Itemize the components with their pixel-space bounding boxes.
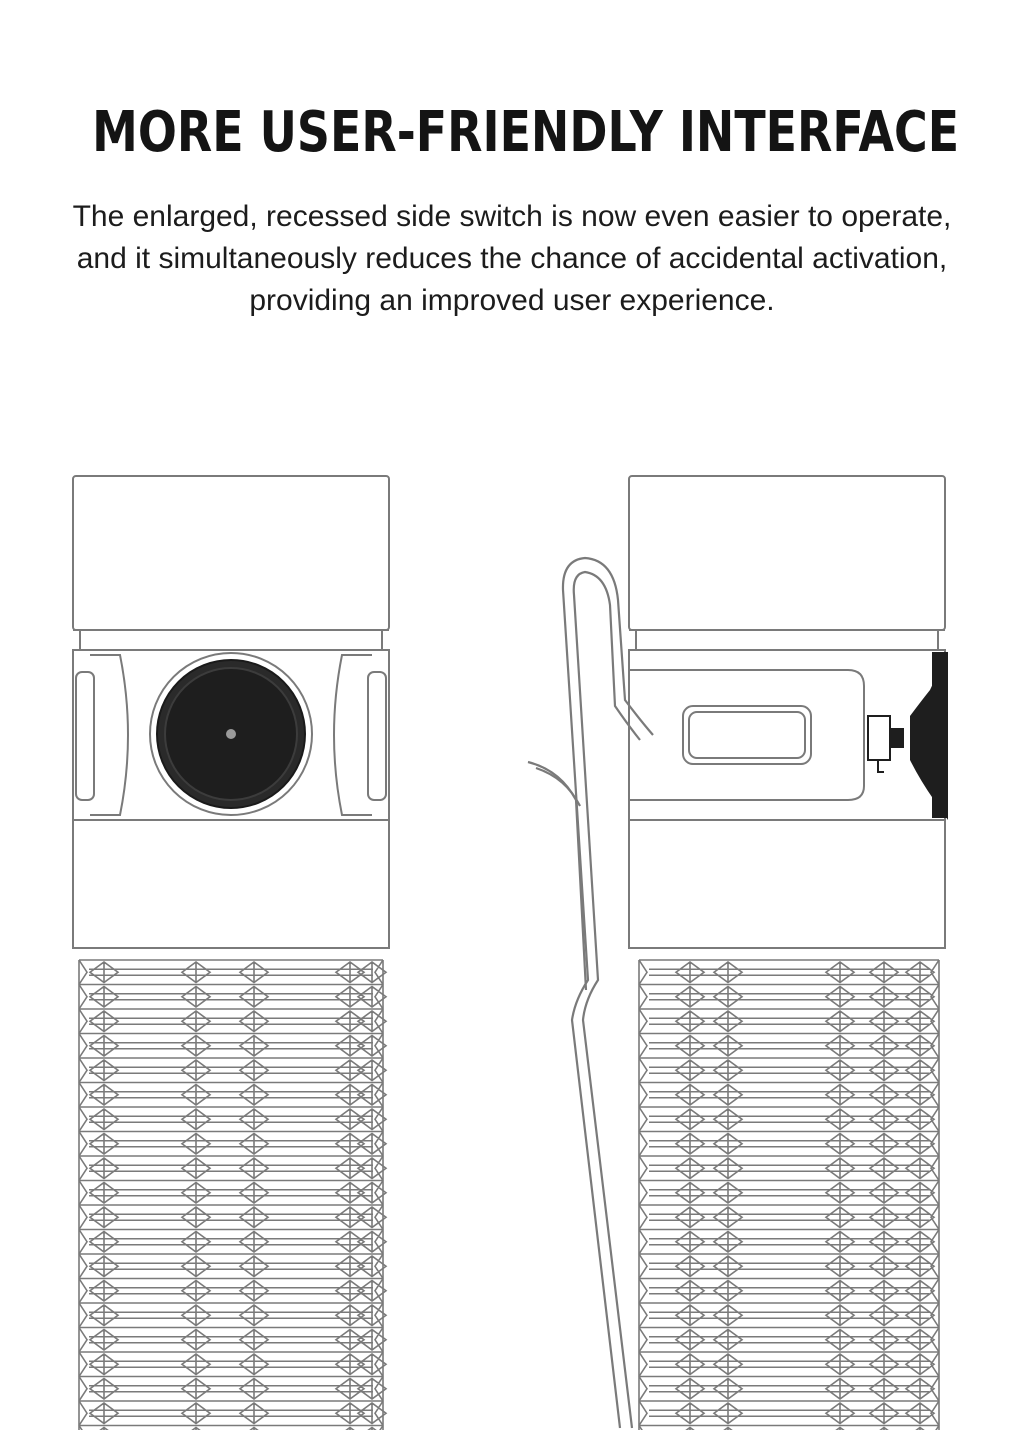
knurl-row — [638, 1204, 940, 1230]
description: The enlarged, recessed side switch is no… — [0, 196, 1024, 322]
knurl-row — [78, 959, 388, 985]
knurl-row — [78, 1228, 388, 1255]
knurl-row — [78, 1179, 388, 1206]
flashlight-head — [72, 475, 390, 631]
knurl-row — [78, 1400, 388, 1426]
side-switch-button — [149, 652, 313, 816]
knurl-row — [638, 1032, 940, 1059]
knurl-row — [638, 1277, 940, 1304]
knurl-row — [638, 1008, 940, 1034]
knurled-body-right — [638, 959, 940, 1430]
knurl-row — [78, 1375, 388, 1402]
knurl-row — [638, 959, 940, 985]
knurl-row — [78, 1302, 388, 1328]
knurl-row — [78, 1253, 388, 1279]
description-line-2: and it simultaneously reduces the chance… — [76, 242, 948, 275]
knurl-row — [78, 1032, 388, 1059]
knurl-row — [638, 1106, 940, 1132]
knurl-row — [78, 1204, 388, 1230]
knurl-row — [78, 1081, 388, 1108]
page-title: MORE USER-FRIENDLY INTERFACE — [92, 100, 960, 165]
knurl-row — [78, 1277, 388, 1304]
flashlight-side-view — [628, 475, 946, 949]
flashlight-front-view — [72, 475, 390, 949]
knurl-row — [638, 1057, 940, 1083]
knurl-row — [78, 1106, 388, 1132]
knurl-row — [638, 1351, 940, 1377]
knurl-row — [78, 983, 388, 1010]
knurled-body-left — [78, 959, 388, 1430]
knurl-row — [638, 983, 940, 1010]
knurl-row — [638, 1400, 940, 1426]
knurl-row — [638, 1375, 940, 1402]
description-line-3: providing an improved user experience. — [249, 284, 775, 317]
knurl-row — [638, 1253, 940, 1279]
knurl-row — [78, 1057, 388, 1083]
knurl-row — [78, 1008, 388, 1034]
knurl-row — [638, 1130, 940, 1157]
knurl-row — [638, 1155, 940, 1181]
description-line-1: The enlarged, recessed side switch is no… — [72, 200, 952, 233]
side-switch-slot — [682, 705, 812, 765]
pocket-clip — [527, 556, 654, 1429]
knurl-row — [638, 1302, 940, 1328]
indicator-dot — [226, 729, 236, 739]
knurl-row — [638, 1179, 940, 1206]
knurl-row — [78, 1155, 388, 1181]
knurl-row — [638, 1081, 940, 1108]
knurl-row — [78, 1351, 388, 1377]
knurl-row — [78, 1424, 384, 1430]
knurl-row — [638, 1424, 940, 1430]
side-switch-profile — [867, 652, 948, 820]
knurl-row — [638, 1326, 940, 1353]
knurl-row — [78, 1130, 388, 1157]
knurl-row — [78, 1326, 388, 1353]
knurl-row — [638, 1228, 940, 1255]
